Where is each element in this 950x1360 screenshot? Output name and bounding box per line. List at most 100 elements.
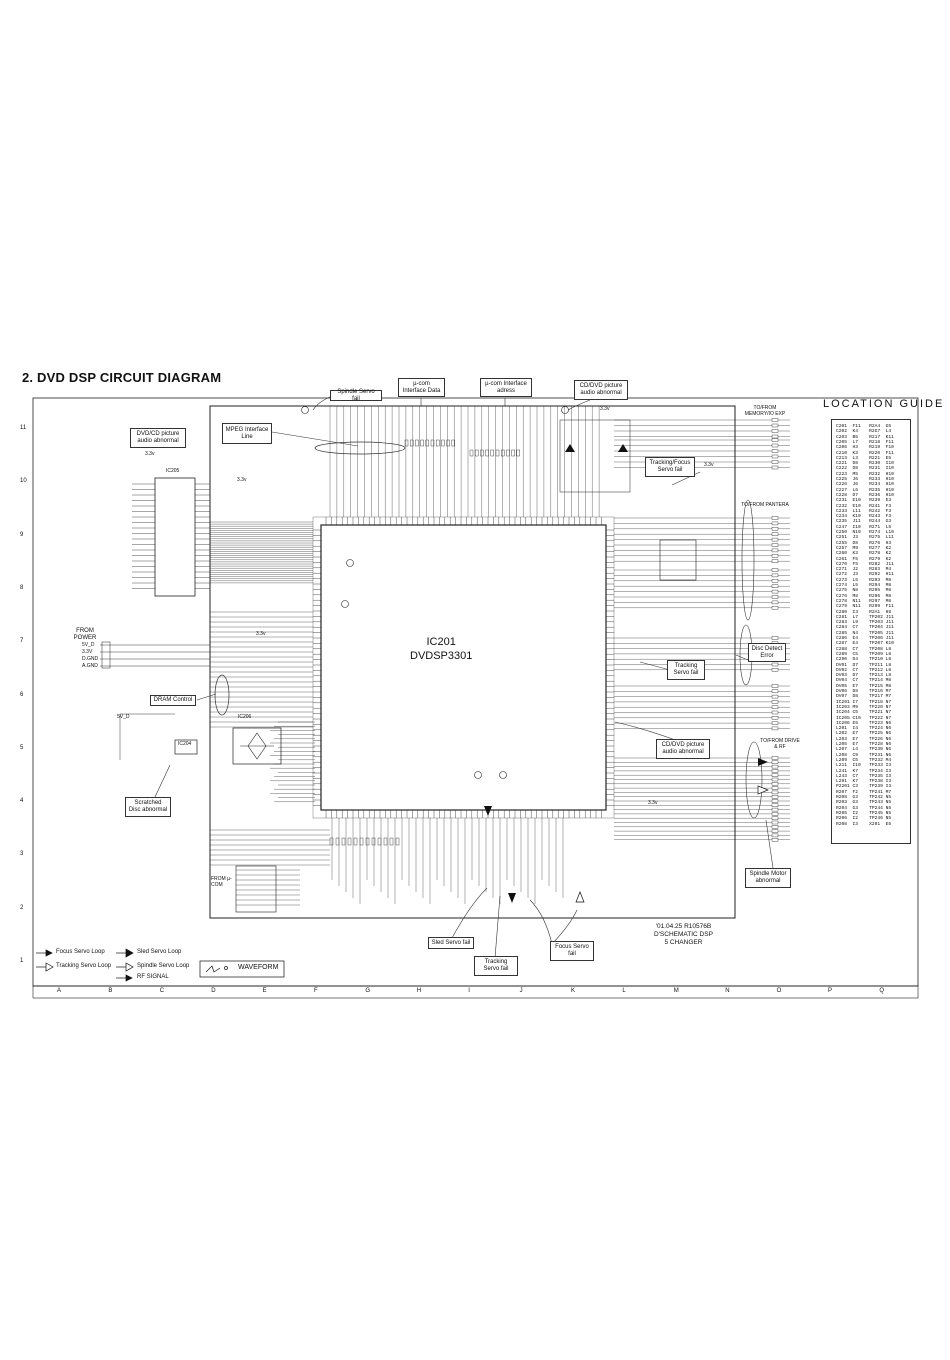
power-pin: A.GND bbox=[82, 663, 98, 669]
grid-col-label: I bbox=[468, 988, 470, 994]
location-row: R203 G3 TP243 N5 bbox=[836, 800, 892, 806]
right-connector-banks bbox=[614, 418, 790, 842]
location-row: C285 N4 TP205 J11 bbox=[836, 630, 894, 636]
location-row: C223 M5 R232 H10 bbox=[836, 471, 894, 477]
location-row: R206 I2 TP246 N5 bbox=[836, 816, 892, 822]
location-row: C210 K3 R220 F11 bbox=[836, 450, 894, 456]
location-row: L202 E7 TP225 N6 bbox=[836, 731, 892, 737]
connector-pantera: TO/FROM PANTERA bbox=[741, 502, 789, 508]
location-row: L241 K7 TP234 I3 bbox=[836, 768, 892, 774]
location-row: C270 F5 R282 J11 bbox=[836, 561, 894, 567]
location-row: C235 J11 R244 G3 bbox=[836, 519, 892, 525]
location-row: C287 E4 TP207 K10 bbox=[836, 641, 894, 647]
location-row: L205 E7 TP228 N6 bbox=[836, 742, 892, 747]
location-row: L207 L4 TP230 N6 bbox=[836, 747, 892, 753]
grid-col-label: K bbox=[571, 988, 576, 994]
power-pin: 3.3V bbox=[82, 649, 93, 655]
drive-ellipse bbox=[745, 741, 763, 819]
ucom-lines bbox=[236, 869, 300, 906]
location-row: C276 M8 R296 M8 bbox=[836, 593, 892, 599]
legend-focus: Focus Servo Loop bbox=[56, 949, 105, 955]
location-row: C274 L5 R294 M8 bbox=[836, 583, 892, 588]
ic206-block bbox=[232, 727, 282, 765]
ic201-bottom-pins bbox=[325, 810, 602, 818]
callout-mpeg-line: MPEG Interface Line bbox=[222, 423, 272, 444]
grid-col-label: H bbox=[416, 988, 422, 994]
grid-col-label: F bbox=[314, 988, 318, 994]
location-row: IC203 M9 TP220 N7 bbox=[836, 704, 892, 710]
location-row: C205 L7 R218 F11 bbox=[836, 439, 894, 445]
callout-dram: DRAM Control bbox=[150, 695, 196, 706]
ic204-block bbox=[174, 739, 198, 755]
ic201-ref: IC201 bbox=[426, 636, 456, 648]
grid-row-label: 1 bbox=[20, 958, 24, 964]
location-row: C278 N11 R297 M8 bbox=[836, 598, 892, 604]
pantera-ellipse bbox=[741, 499, 755, 621]
voltage-label-top: 3.3v bbox=[600, 406, 610, 412]
ic201-pin-frame bbox=[312, 516, 615, 819]
location-row: C226 J6 R234 H10 bbox=[836, 482, 894, 488]
grid-row-label: 6 bbox=[20, 691, 24, 698]
dram-ellipse bbox=[214, 674, 230, 716]
grid-col-label: J bbox=[519, 988, 523, 994]
location-row: C232 E10 R241 F3 bbox=[836, 503, 892, 509]
legend-tracking: Tracking Servo Loop bbox=[56, 963, 112, 969]
power-pin: 5V_D bbox=[82, 642, 95, 648]
location-row: L201 I4 TP224 N6 bbox=[836, 726, 892, 732]
location-row: IC205 C10 TP222 N7 bbox=[836, 715, 892, 721]
location-row: C261 F5 R279 K2 bbox=[836, 556, 892, 562]
ic206-label: IC206 bbox=[238, 714, 252, 720]
connector-drive: TO/FROM DRIVE & RF bbox=[760, 738, 800, 750]
location-row: C284 C7 TP204 J11 bbox=[836, 625, 894, 631]
location-row: C289 C5 TP209 L8 bbox=[836, 651, 892, 657]
grid-row-label: 2 bbox=[20, 904, 24, 911]
location-row: L211 I10 TP233 I3 bbox=[836, 763, 892, 769]
callout-ucom-addr: µ-com Interface adress bbox=[480, 378, 532, 397]
grid-row-label: 3 bbox=[20, 851, 24, 858]
legend-sled: Sled Servo Loop bbox=[137, 949, 182, 955]
voltage-label-bus: 3.3v bbox=[256, 631, 266, 637]
voltage-label-5v: 5V_D bbox=[117, 714, 130, 720]
location-row: R208 G3 TP242 N5 bbox=[836, 795, 892, 800]
ic201-right-pins bbox=[606, 529, 614, 806]
grid-row-label: 10 bbox=[20, 478, 27, 485]
grid-col-label: E bbox=[262, 988, 267, 994]
location-row: IC206 E5 TP223 N6 bbox=[836, 720, 892, 726]
grid-strip-bottom bbox=[32, 985, 919, 999]
location-row: C280 I3 R2A1 H8 bbox=[836, 609, 892, 615]
legend-symbols bbox=[36, 948, 285, 982]
location-row: C272 J3 R292 H11 bbox=[836, 572, 894, 578]
grid-row-label: 11 bbox=[20, 425, 27, 431]
location-row: C283 L9 TP203 J11 bbox=[836, 620, 894, 626]
voltage-label-bottom: 3.3v bbox=[648, 800, 658, 806]
location-row: C271 J2 R283 M4 bbox=[836, 567, 892, 573]
power-pin: D.GND bbox=[82, 656, 99, 662]
location-row: DV02 C7 TP212 L8 bbox=[836, 667, 892, 673]
location-row: C202 K4 R2G7 L4 bbox=[836, 429, 892, 435]
grid-col-label: B bbox=[108, 988, 113, 994]
grid-row-label: 9 bbox=[20, 531, 24, 538]
location-guide-title: LOCATION GUIDE bbox=[823, 398, 945, 410]
grid-col-label: A bbox=[57, 988, 62, 994]
location-row: L291 K7 TP238 I3 bbox=[836, 779, 892, 785]
location-row: C231 E10 R239 E3 bbox=[836, 498, 892, 504]
note-model: 5 CHANGER bbox=[664, 939, 703, 946]
revision-note: '01.04.25 R10576B D'SCHEMATIC DSP 5 CHAN… bbox=[654, 923, 713, 947]
callout-spindle-servo: Spindle Servo fail bbox=[330, 389, 382, 402]
grid-col-label: O bbox=[776, 988, 782, 994]
location-row: R204 G3 TP244 N5 bbox=[836, 805, 892, 811]
callout-spindle-motor: Spindle Motor abnormal bbox=[745, 868, 791, 888]
location-row: C206 H3 R219 F10 bbox=[836, 445, 894, 451]
grid-col-label: P bbox=[828, 988, 833, 994]
location-row: C222 D8 R231 I10 bbox=[836, 466, 894, 472]
location-row: C234 K10 R243 F3 bbox=[836, 514, 892, 520]
callout-tracking-servo-right: Tracking Servo fail bbox=[667, 660, 705, 680]
ic201-label: IC201 DVDSP3301 bbox=[410, 635, 472, 663]
location-row: DV05 E7 TP215 M8 bbox=[836, 683, 892, 689]
location-row: R208 I3 X201 E5 bbox=[836, 821, 892, 827]
callout-scratched: Scratched Disc abnormal bbox=[125, 797, 171, 817]
location-row: C260 K3 R278 K2 bbox=[836, 551, 892, 557]
location-row: L243 C7 TP235 I3 bbox=[836, 773, 892, 779]
location-row: C275 N8 R295 M8 bbox=[836, 588, 892, 594]
